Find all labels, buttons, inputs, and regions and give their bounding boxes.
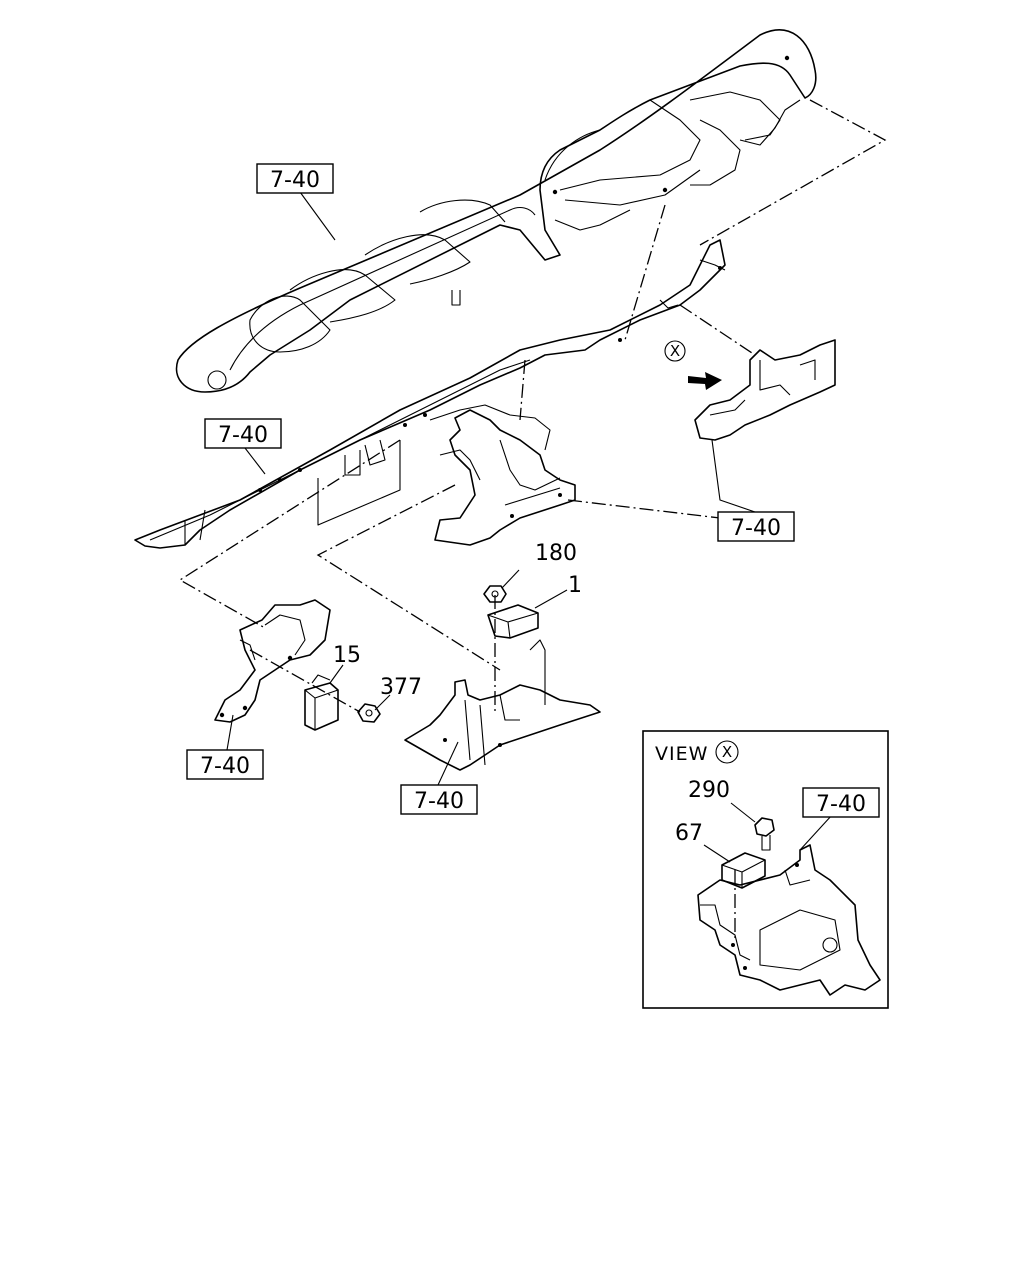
part-number-180: 180 [535,541,577,566]
part-number-67: 67 [675,821,703,846]
connection-lines [178,99,887,940]
center-stay-bracket [429,404,576,546]
ref-text-view-bracket: 7-40 [816,792,866,817]
part-377-nut [357,703,381,723]
view-label: VIEW [655,743,708,765]
ref-label-center-bracket: 7-40 [717,511,795,542]
view-x-inset: VIEW X 7-40 290 67 [642,730,889,1009]
ref-text-center-bracket: 7-40 [731,516,781,541]
ref-label-dashboard: 7-40 [256,163,334,194]
leader-lines [226,191,833,863]
view-bracket-body [697,844,881,996]
lower-floor-bracket [404,639,601,771]
right-side-bracket [694,339,836,441]
part-number-1: 1 [568,573,582,598]
ref-text-crossmember: 7-40 [218,423,268,448]
ref-label-crossmember: 7-40 [204,418,282,449]
arrow-marker-x: X [670,342,680,360]
ref-text-dashboard: 7-40 [270,168,320,193]
ref-label-lower-bracket: 7-40 [400,784,478,815]
instrument-panel [175,29,817,393]
part-1-sensor [487,604,539,639]
ref-label-left-bracket: 7-40 [186,749,264,780]
part-number-290: 290 [688,778,730,803]
view-marker-x: X [722,743,732,761]
part-number-15: 15 [333,643,361,668]
part-15-module [304,674,339,731]
ref-text-lower-bracket: 7-40 [414,789,464,814]
ref-text-left-bracket: 7-40 [200,754,250,779]
left-mount-bracket [214,599,331,723]
ref-label-view-bracket: 7-40 [802,787,880,818]
part-number-377: 377 [380,675,422,700]
part-290-bolt [754,817,775,851]
view-direction-arrow: X [664,340,722,390]
cross-member [134,239,726,549]
